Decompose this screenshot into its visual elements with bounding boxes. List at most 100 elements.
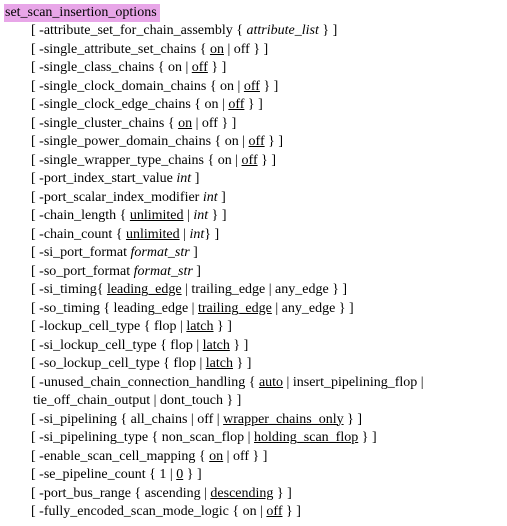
option-text: tie_off_chain_output | dont_touch } ] xyxy=(33,393,242,408)
option-text: [ -so_timing { leading_edge | xyxy=(31,300,198,316)
default-value: unlimited xyxy=(129,208,184,223)
default-value: 0 xyxy=(176,467,184,482)
option-line: [ -chain_length { unlimited | int } ] xyxy=(31,207,507,226)
option-line: [ -si_pipelining { all_chains | off | wr… xyxy=(31,411,507,430)
option-line: [ -se_pipeline_count { 1 | 0 } ] xyxy=(31,466,507,485)
default-value: wrapper_chains_only xyxy=(223,411,344,427)
option-text: } ] xyxy=(264,134,284,149)
option-line: [ -si_timing{ leading_edge | trailing_ed… xyxy=(31,281,507,300)
option-text: | xyxy=(179,226,190,242)
default-value: auto xyxy=(258,374,284,390)
option-text: } ] xyxy=(244,97,263,112)
option-text: [ -chain_length { xyxy=(31,208,130,223)
option-line: [ -attribute_set_for_chain_assembly { at… xyxy=(31,22,507,41)
option-text: } ] xyxy=(318,23,338,38)
option-text: [ -single_clock_edge_chains { on | xyxy=(31,97,229,112)
option-text: } ] xyxy=(358,430,377,445)
default-value: on xyxy=(178,115,193,131)
option-line: [ -single_wrapper_type_chains { on | off… xyxy=(31,152,507,171)
option-line: [ -port_bus_range { ascending | descendi… xyxy=(31,485,507,504)
option-text: [ -si_pipelining { all_chains | off | xyxy=(31,411,224,427)
option-text: | off } ] xyxy=(192,115,237,131)
option-line: [ -single_power_domain_chains { on | off… xyxy=(31,133,507,152)
option-text: | any_edge } ] xyxy=(271,300,354,316)
option-text: [ -si_pipelining_type { non_scan_flop | xyxy=(31,430,254,445)
default-value: on xyxy=(209,448,224,464)
default-value: off xyxy=(243,78,260,94)
option-text: } ] xyxy=(273,485,292,501)
argument-placeholder: format_str xyxy=(130,245,190,260)
default-value: holding_scan_flop xyxy=(254,430,359,445)
option-text: } ] xyxy=(282,504,301,519)
option-text: [ -so_lockup_cell_type { flop | xyxy=(31,356,206,371)
option-line: [ -port_index_start_value int ] xyxy=(31,170,507,189)
option-text: | xyxy=(183,208,194,223)
option-line-continuation: tie_off_chain_output | dont_touch } ] xyxy=(33,392,507,411)
argument-placeholder: attribute_list xyxy=(246,23,319,38)
option-text: } ] xyxy=(213,319,232,334)
command-name[interactable]: set_scan_insertion_options xyxy=(4,4,160,22)
option-text: [ -single_wrapper_type_chains { on | xyxy=(31,152,242,168)
option-text: | off } ] xyxy=(223,448,268,464)
option-text: [ -lockup_cell_type { flop | xyxy=(31,319,187,334)
option-text: } ] xyxy=(232,356,252,371)
option-line: [ -fully_encoded_scan_mode_logic { on | … xyxy=(31,503,507,522)
command-name-line: set_scan_insertion_options xyxy=(4,4,507,22)
option-text: [ -se_pipeline_count { 1 | xyxy=(31,467,177,482)
default-value: latch xyxy=(205,356,233,371)
option-text: [ -single_class_chains { on | xyxy=(31,60,192,75)
option-line: [ -si_pipelining_type { non_scan_flop | … xyxy=(31,429,507,448)
argument-placeholder: int xyxy=(189,226,205,242)
option-line: [ -single_attribute_set_chains { on | of… xyxy=(31,41,507,60)
default-value: latch xyxy=(202,337,230,353)
default-value: descending xyxy=(210,485,274,501)
default-value: latch xyxy=(186,319,214,334)
option-text: [ -enable_scan_cell_mapping { xyxy=(31,448,210,464)
option-line: [ -single_clock_edge_chains { on | off }… xyxy=(31,96,507,115)
option-line: [ -port_scalar_index_modifier int ] xyxy=(31,189,507,208)
option-text: } ] xyxy=(229,337,249,353)
argument-placeholder: int xyxy=(193,208,209,223)
option-line: [ -single_clock_domain_chains { on | off… xyxy=(31,78,507,97)
option-line: [ -unused_chain_connection_handling { au… xyxy=(31,374,507,393)
option-text: } ] xyxy=(207,60,227,75)
option-line: [ -single_class_chains { on | off } ] xyxy=(31,59,507,78)
option-text: ] xyxy=(189,245,198,260)
option-line: [ -so_port_format format_str ] xyxy=(31,263,507,282)
default-value: trailing_edge xyxy=(198,300,272,316)
option-line: [ -lockup_cell_type { flop | latch } ] xyxy=(31,318,507,337)
option-text: } ] xyxy=(259,78,279,94)
default-value: off xyxy=(266,504,283,519)
option-text: [ -single_clock_domain_chains { on | xyxy=(31,78,244,94)
default-value: off xyxy=(241,152,258,168)
option-text: [ -port_bus_range { ascending | xyxy=(31,485,211,501)
option-text: | trailing_edge | any_edge } ] xyxy=(181,282,348,297)
option-line: [ -chain_count { unlimited | int} ] xyxy=(31,226,507,245)
option-text: [ -port_scalar_index_modifier xyxy=(31,189,203,205)
option-text: [ -single_power_domain_chains { on | xyxy=(31,134,249,149)
option-text: [ -si_lockup_cell_type { flop | xyxy=(31,337,203,353)
argument-placeholder: format_str xyxy=(133,263,193,279)
option-text: ] xyxy=(217,189,226,205)
option-text: | insert_pipelining_flop | xyxy=(283,374,424,390)
option-line: [ -enable_scan_cell_mapping { on | off }… xyxy=(31,448,507,467)
option-line: [ -si_lockup_cell_type { flop | latch } … xyxy=(31,337,507,356)
option-text: } ] xyxy=(208,208,227,223)
option-line: [ -single_cluster_chains { on | off } ] xyxy=(31,115,507,134)
option-list: [ -attribute_set_for_chain_assembly { at… xyxy=(4,22,507,522)
option-line: [ -si_port_format format_str ] xyxy=(31,244,507,263)
option-text: } ] xyxy=(183,467,202,482)
option-text: [ -si_timing{ xyxy=(31,282,107,297)
option-text: | off } ] xyxy=(223,41,269,57)
option-text: [ -unused_chain_connection_handling { xyxy=(31,374,259,390)
option-text: [ -fully_encoded_scan_mode_logic { on | xyxy=(31,504,267,519)
option-text: } ] xyxy=(257,152,276,168)
option-text: ] xyxy=(191,171,200,186)
option-text: ] xyxy=(192,263,201,279)
default-value: on xyxy=(209,41,224,57)
option-text: } ] xyxy=(204,226,220,242)
default-value: off xyxy=(228,97,245,112)
default-value: off xyxy=(191,60,208,75)
option-line: [ -so_lockup_cell_type { flop | latch } … xyxy=(31,355,507,374)
default-value: unlimited xyxy=(125,226,180,242)
